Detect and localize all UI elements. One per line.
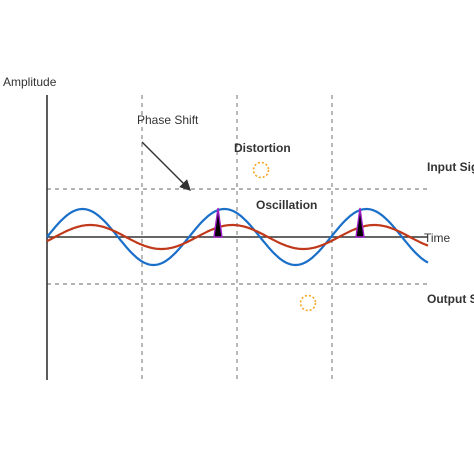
time-axis-label: Time — [424, 231, 451, 245]
distortion-marker-circle — [252, 161, 270, 179]
output-marker-circle — [299, 294, 317, 312]
input-signal-wave — [46, 207, 429, 267]
amplitude-axis-label: Amplitude — [3, 75, 57, 89]
phase-shift-arrow — [141, 141, 191, 191]
distortion-spike-1 — [213, 207, 223, 238]
distortion-spike-2 — [355, 207, 365, 238]
input-signal-label: Input Signal — [427, 160, 474, 174]
phase-shift-label: Phase Shift — [137, 113, 199, 127]
output-signal-label: Output Signal — [427, 292, 474, 306]
output-signal-wave — [46, 223, 429, 251]
distortion-label: Distortion — [234, 141, 291, 155]
oscillation-label: Oscillation — [256, 198, 317, 212]
